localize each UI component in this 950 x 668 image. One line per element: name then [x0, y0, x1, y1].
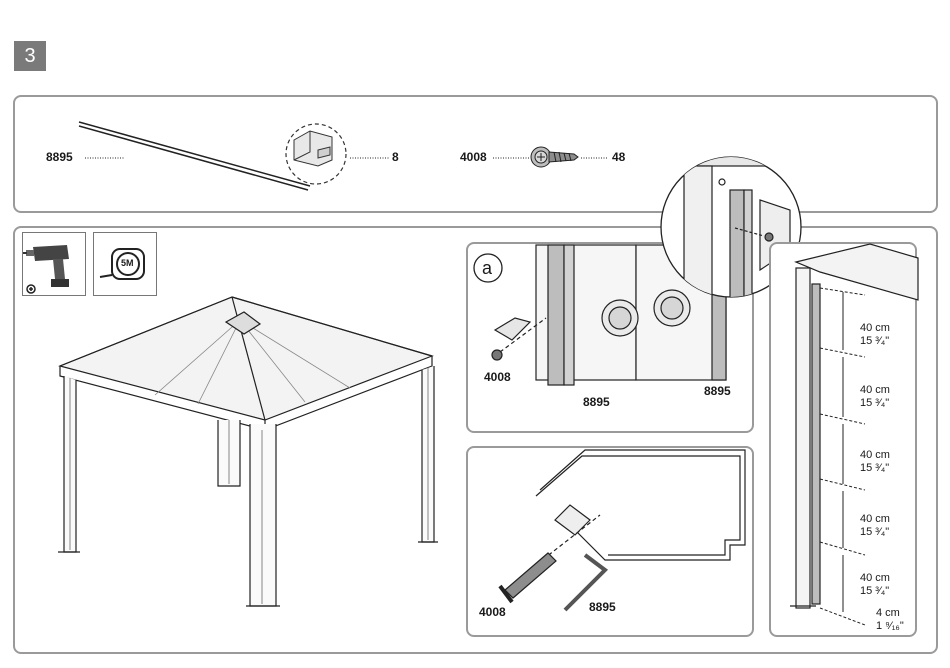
spacing-bottom-offset: 4 cm1 ⁹⁄₁₆" — [876, 607, 904, 633]
spacing-segment-2: 40 cm15 ³⁄₄" — [860, 384, 890, 410]
spacing-segment-4: 40 cm15 ³⁄₄" — [860, 513, 890, 539]
spacing-segment-1: 40 cm15 ³⁄₄" — [860, 322, 890, 348]
spacing-segment-5: 40 cm15 ³⁄₄" — [860, 572, 890, 598]
spacing-segment-3: 40 cm15 ³⁄₄" — [860, 449, 890, 475]
